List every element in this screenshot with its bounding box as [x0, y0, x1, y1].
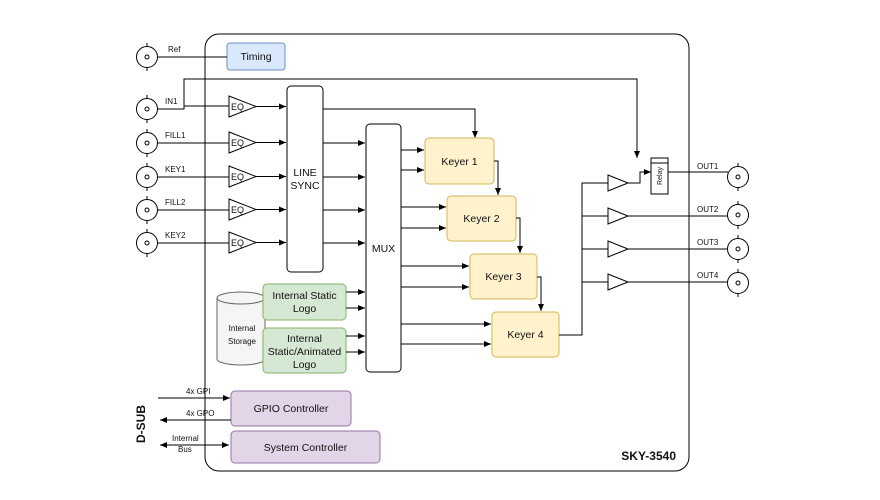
eq-label: EQ [231, 172, 244, 182]
driver-triangle [607, 207, 630, 225]
logo-to-mux-wires [346, 289, 365, 355]
sync-to-mux-wires [323, 108, 478, 246]
animated-logo-label: Internal [287, 333, 322, 345]
key2-connector [136, 229, 158, 257]
bus-label: Internal [172, 434, 199, 443]
out2-connector [727, 201, 749, 229]
eq-label: EQ [231, 102, 244, 112]
static-logo-block [262, 283, 347, 321]
keyer-cascade-wires [494, 160, 544, 311]
eq-triangle-fill1 [228, 131, 258, 154]
key1-connector [136, 163, 158, 191]
output-label-out1: OUT1 [697, 162, 719, 171]
out4-connector [727, 269, 749, 297]
output-connectors [727, 163, 749, 297]
system-controller-block [230, 430, 381, 464]
output-drivers [607, 174, 630, 291]
gpi-label: 4x GPI [186, 387, 210, 396]
out1-connector [727, 163, 749, 191]
line-sync-label: SYNC [290, 180, 320, 192]
storage-label: Storage [228, 337, 257, 346]
gpio-controller-label: GPIO Controller [254, 403, 329, 415]
output-label-out2: OUT2 [697, 205, 719, 214]
dsub-wires [158, 395, 231, 448]
animated-logo-label: Logo [293, 359, 317, 371]
mux-block [365, 123, 402, 373]
out3-connector [727, 235, 749, 263]
relay-block [650, 157, 669, 195]
keyer-1-label: Keyer 1 [441, 156, 477, 168]
static-logo-label: Internal Static [272, 290, 336, 302]
eq-to-sync-wires [256, 103, 286, 246]
gpio-controller-block [230, 390, 352, 427]
eq-label: EQ [231, 138, 244, 148]
eq-blocks: EQ EQ EQ EQ EQ [228, 95, 258, 254]
relay-label: Relay [657, 167, 664, 185]
in1-connector [136, 95, 158, 123]
fill2-connector [136, 196, 158, 224]
timing-label: Timing [240, 51, 271, 63]
eq-triangle-key2 [228, 231, 258, 254]
gpo-label: 4x GPO [186, 409, 214, 418]
ref-connector [136, 43, 227, 71]
storage-label: Internal [229, 324, 256, 333]
input-label-fill1: FILL1 [165, 131, 186, 140]
mux-label: MUX [372, 243, 395, 255]
mux-to-keyer-wires [401, 147, 491, 347]
driver-triangle [607, 174, 630, 192]
input-label-in1: IN1 [165, 97, 178, 106]
system-controller-label: System Controller [264, 442, 348, 454]
input-wires [157, 78, 640, 244]
eq-label: EQ [231, 205, 244, 215]
animated-logo-block [262, 327, 347, 374]
animated-logo-label: Static/Animated [268, 346, 342, 358]
eq-triangle-fill2 [228, 198, 258, 221]
line-sync-label: LINE [293, 167, 316, 179]
eq-triangle-key1 [228, 165, 258, 188]
output-wires [559, 169, 728, 336]
bus-label: Bus [178, 445, 192, 454]
keyer-4-label: Keyer 4 [507, 329, 543, 341]
driver-triangle [607, 273, 630, 291]
input-label-ref: Ref [168, 45, 181, 54]
output-label-out4: OUT4 [697, 271, 719, 280]
eq-triangle-in1 [228, 95, 258, 118]
output-label-out3: OUT3 [697, 238, 719, 247]
line-sync-block [286, 85, 324, 273]
keyer-3-label: Keyer 3 [485, 271, 521, 283]
keyer-2-label: Keyer 2 [463, 213, 499, 225]
input-label-fill2: FILL2 [165, 198, 186, 207]
driver-triangle [607, 240, 630, 258]
model-label: SKY-3540 [621, 449, 676, 463]
eq-label: EQ [231, 238, 244, 248]
input-connectors [136, 43, 227, 257]
dsub-label: D-SUB [134, 405, 148, 443]
input-label-key1: KEY1 [165, 165, 186, 174]
input-label-key2: KEY2 [165, 231, 186, 240]
internal-storage: Internal Storage [216, 291, 266, 366]
static-logo-label: Logo [293, 303, 317, 315]
fill1-connector [136, 129, 158, 157]
